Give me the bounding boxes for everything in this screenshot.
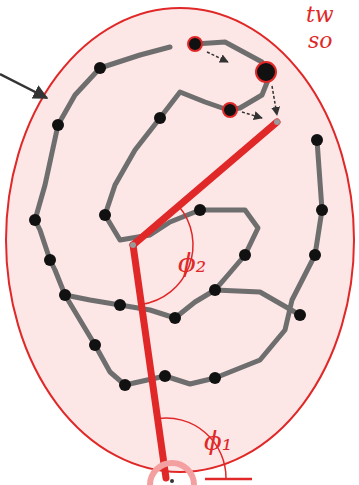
joint	[130, 242, 136, 248]
angle-label: ϕ₂	[178, 250, 206, 276]
polymer-chain	[35, 42, 270, 318]
arm-link-2	[133, 122, 277, 245]
base-joint	[150, 463, 194, 485]
caption-fragment: so	[308, 30, 333, 52]
chain-beads	[29, 62, 328, 391]
base-reference-line	[205, 478, 252, 481]
polymer-chain-branch	[65, 140, 322, 385]
angle-label: ϕ₁	[204, 428, 232, 454]
active-beads	[188, 37, 276, 117]
end-effector	[274, 119, 280, 125]
base-pivot	[170, 479, 174, 483]
move-arrows	[207, 52, 277, 118]
workspace-ellipse	[6, 8, 354, 472]
caption-fragment: tw	[306, 4, 334, 26]
pointer-arrow	[0, 74, 47, 98]
arm-link-1	[133, 245, 166, 478]
